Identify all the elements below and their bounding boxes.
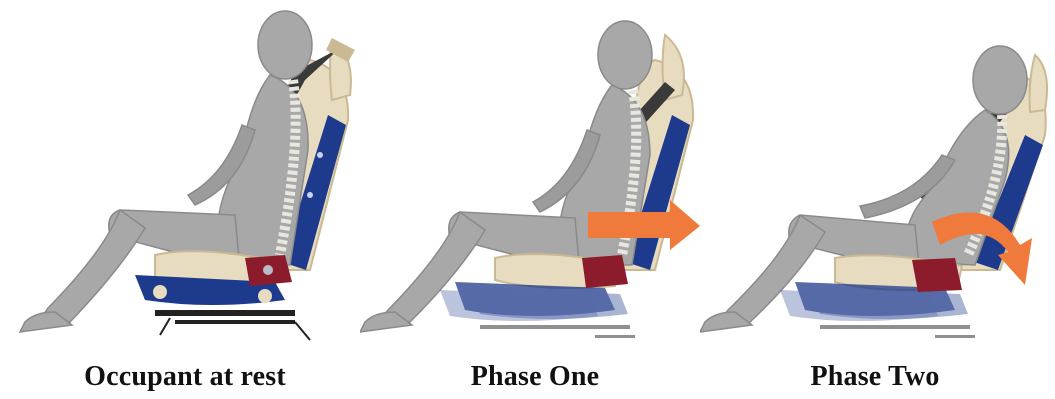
- caption-phase-one: Phase One: [360, 361, 710, 393]
- occupant-lower-leg: [40, 210, 145, 322]
- occupant-head: [973, 46, 1027, 114]
- seat-occupant-illustration: [700, 0, 1050, 360]
- recliner-mechanism: [912, 258, 962, 292]
- panel-phase-one: Phase One: [360, 0, 710, 399]
- seat-occupant-illustration: [10, 0, 360, 360]
- occupant-head: [258, 11, 312, 79]
- recliner-mechanism: [582, 255, 628, 288]
- seat-pan-frame-blurred: [440, 282, 628, 321]
- panel-occupant-at-rest: Occupant at rest: [10, 0, 360, 399]
- headrest: [1030, 55, 1047, 112]
- caption-phase-two: Phase Two: [700, 361, 1050, 393]
- seat-rail: [155, 310, 295, 316]
- caption-occupant-at-rest: Occupant at rest: [10, 361, 360, 393]
- panel-phase-two: Phase Two: [700, 0, 1050, 399]
- seat-occupant-illustration: [360, 0, 710, 360]
- seat-rail-blurred: [480, 325, 630, 329]
- occupant-head: [598, 21, 652, 89]
- seat-rail-blurred: [820, 325, 970, 329]
